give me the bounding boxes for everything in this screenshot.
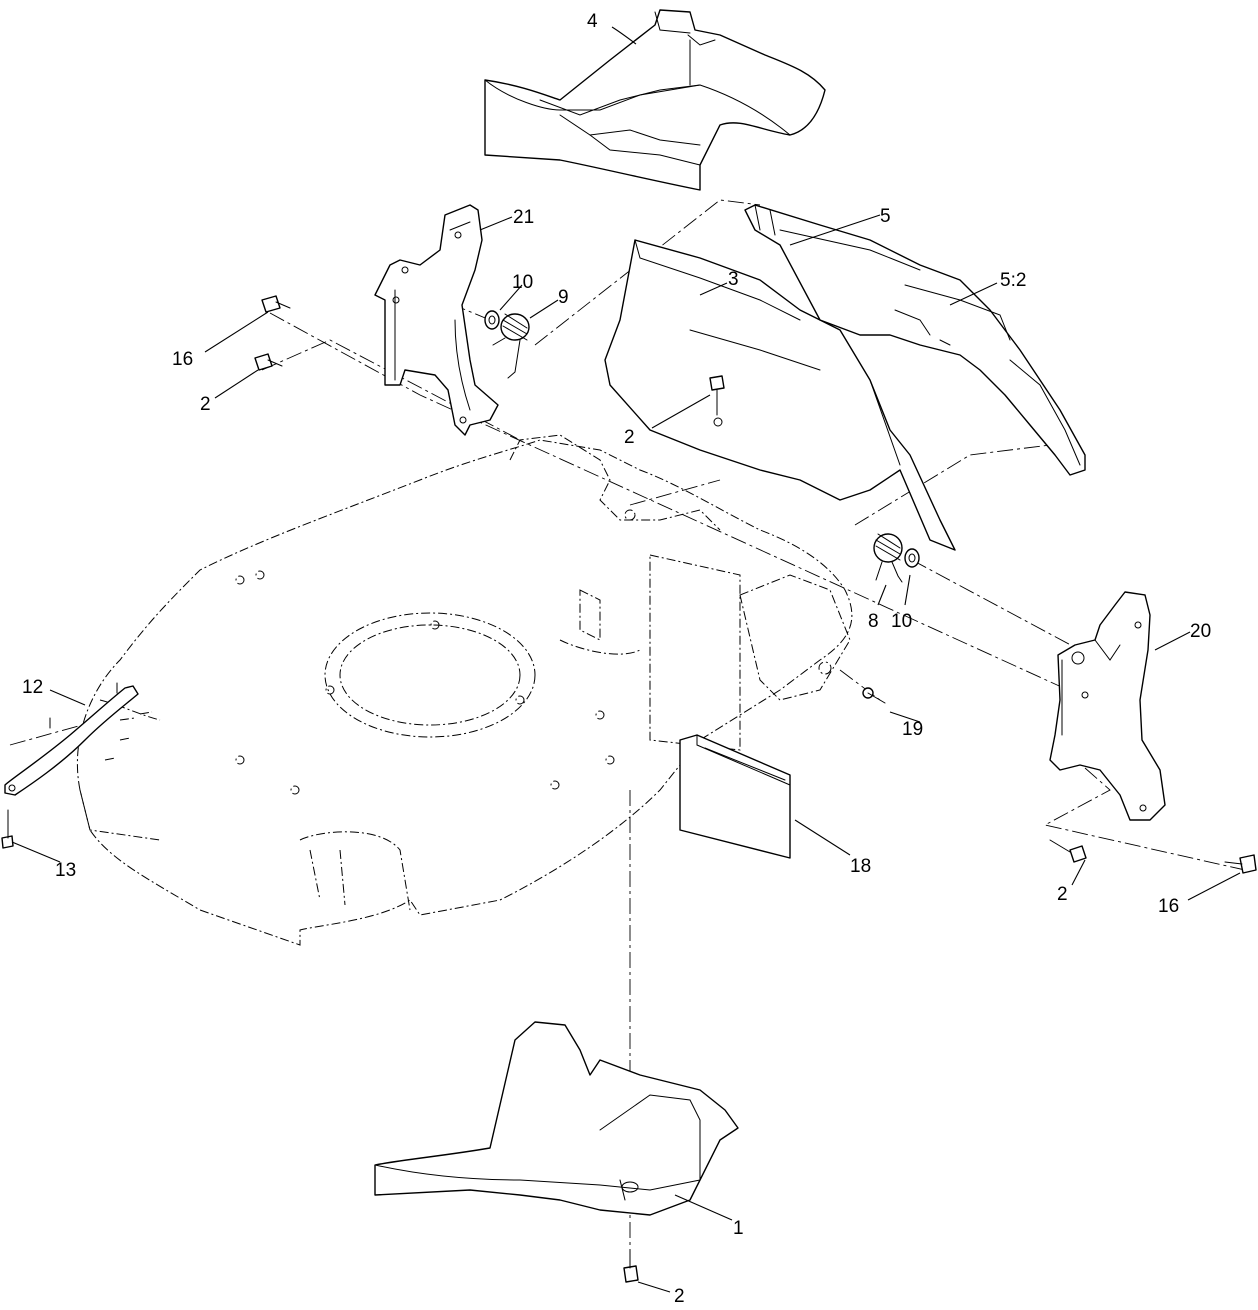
fastener-16-upper-left [261,295,291,313]
callout-2-center: 2 [624,427,635,448]
callout-18: 18 [850,856,871,877]
callout-16-lower: 16 [1158,896,1179,917]
fastener-2-upper-left [254,353,283,371]
part-4-chute-flap [484,9,826,191]
callout-8: 8 [868,611,879,632]
part-18-flap [679,734,791,859]
leader-lines [11,26,1241,1293]
callout-3: 3 [728,269,739,290]
callout-2-lower-right: 2 [1057,884,1068,905]
callout-10-left: 10 [512,272,533,293]
fastener-13 [1,809,14,849]
fastener-2-bottom [623,1249,639,1283]
callout-5-2: 5:2 [1000,270,1026,291]
callout-20: 20 [1190,621,1211,642]
part-9-spring-left [492,313,530,379]
part-21-left-bracket [374,204,499,436]
part-12-side-strip [4,682,139,796]
callout-21: 21 [513,207,534,228]
fastener-2-lower-right [1049,839,1087,863]
part-1-deflector [374,1021,739,1216]
callout-2-bottom: 2 [674,1286,685,1307]
part-5-rear-door [744,204,1086,476]
mower-deck-phantom [76,434,853,946]
fastener-2-center [709,375,725,416]
callout-12: 12 [22,677,43,698]
callout-5: 5 [880,206,891,227]
callout-13: 13 [55,860,76,881]
callout-16-upper: 16 [172,349,193,370]
part-20-right-bracket [1049,591,1166,821]
callout-19: 19 [902,719,923,740]
callout-2-upper-left: 2 [200,394,211,415]
part-10-washer-right [904,548,920,568]
fastener-19 [862,687,886,704]
callout-4: 4 [587,11,598,32]
fastener-16-lower-right [1224,854,1257,874]
callout-9: 9 [558,287,569,308]
part-8-spring-right [873,533,903,583]
callout-labels: 4 21 5 10 9 3 5:2 16 2 2 8 10 20 12 19 1… [22,11,1211,1307]
callout-10-right: 10 [891,611,912,632]
callout-1: 1 [733,1218,744,1239]
part-10-washer-left [484,310,500,330]
